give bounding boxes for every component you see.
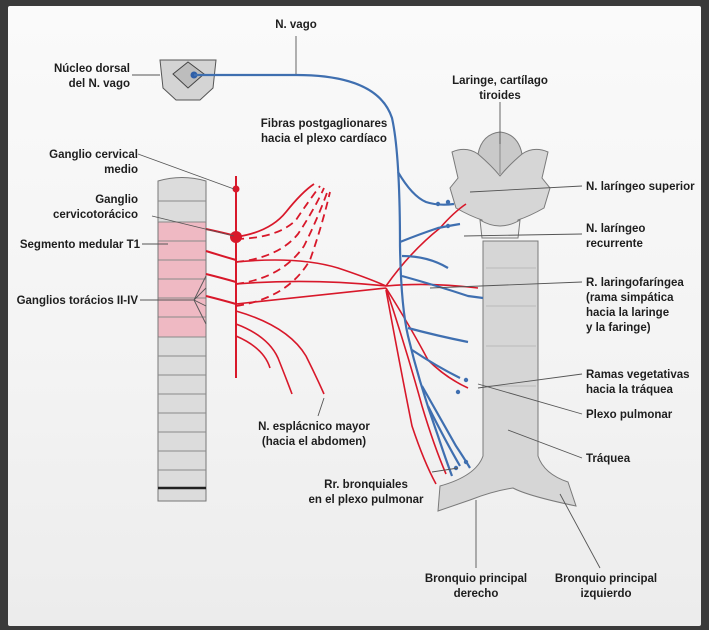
sympathetic-trunk bbox=[206, 176, 236, 378]
label-right-bronchus-line1: Bronquio principal bbox=[425, 573, 527, 585]
label-left-bronchus-line1: Bronquio principal bbox=[555, 573, 657, 585]
label-middle-cervical-line1: Ganglio cervical bbox=[49, 149, 138, 161]
label-dorsal-nucleus: Núcleo dorsal del N. vago bbox=[54, 63, 130, 90]
autonomic-innervation-diagram: N. vago Núcleo dorsal del N. vago Fibras… bbox=[8, 6, 701, 626]
label-vagus: N. vago bbox=[275, 19, 317, 31]
label-recurrent: N. laríngeo recurrente bbox=[586, 223, 645, 250]
label-laryngopharyngeal-line1: R. laringofaríngea bbox=[586, 277, 684, 289]
label-trachea: Tráquea bbox=[586, 453, 631, 465]
label-bronchial-branches: Rr. bronquiales en el plexo pulmonar bbox=[308, 479, 424, 506]
label-laryngopharyngeal-line3: hacia la laringe bbox=[586, 307, 669, 319]
label-superior-laryngeal: N. laríngeo superior bbox=[586, 181, 695, 193]
label-bronchial-line2: en el plexo pulmonar bbox=[308, 494, 424, 506]
label-tracheal-branches-line2: hacia la tráquea bbox=[586, 384, 674, 396]
label-cervicothoracic-line2: cervicotorácico bbox=[53, 209, 138, 221]
label-postganglionic-line2: hacia el plexo cardíaco bbox=[261, 133, 387, 145]
label-greater-splanchnic: N. esplácnico mayor (hacia el abdomen) bbox=[258, 421, 370, 448]
label-cervicothoracic: Ganglio cervicotorácico bbox=[53, 194, 138, 221]
cardiac-fibers bbox=[236, 184, 330, 306]
label-right-bronchus: Bronquio principal derecho bbox=[425, 573, 527, 600]
label-bronchial-line1: Rr. bronquiales bbox=[324, 479, 408, 491]
airway bbox=[438, 132, 576, 511]
label-recurrent-line1: N. laríngeo bbox=[586, 223, 645, 235]
label-greater-splanchnic-line1: N. esplácnico mayor bbox=[258, 421, 370, 433]
label-postganglionic: Fibras postgaglionares hacia el plexo ca… bbox=[261, 118, 388, 145]
label-larynx-line1: Laringe, cartílago bbox=[452, 75, 548, 87]
brainstem bbox=[160, 60, 216, 100]
label-segment-t1: Segmento medular T1 bbox=[20, 239, 141, 251]
label-pulmonary-plexus: Plexo pulmonar bbox=[586, 409, 673, 421]
thoracic-segments-highlight bbox=[158, 222, 206, 337]
label-left-bronchus: Bronquio principal izquierdo bbox=[555, 573, 657, 600]
label-postganglionic-line1: Fibras postgaglionares bbox=[261, 118, 388, 130]
label-laryngopharyngeal: R. laringofaríngea (rama simpática hacia… bbox=[586, 277, 684, 334]
label-middle-cervical: Ganglio cervical medio bbox=[49, 149, 138, 176]
label-middle-cervical-line2: medio bbox=[104, 164, 138, 176]
label-right-bronchus-line2: derecho bbox=[454, 588, 499, 600]
label-dorsal-nucleus-line1: Núcleo dorsal bbox=[54, 63, 130, 75]
label-thoracic-ganglia: Ganglios torácios II-IV bbox=[17, 295, 139, 307]
label-left-bronchus-line2: izquierdo bbox=[580, 588, 631, 600]
label-recurrent-line2: recurrente bbox=[586, 238, 643, 250]
label-laryngopharyngeal-line2: (rama simpática bbox=[586, 292, 674, 304]
diagram-page: N. vago Núcleo dorsal del N. vago Fibras… bbox=[8, 6, 701, 626]
label-larynx-line2: tiroides bbox=[479, 90, 521, 102]
label-tracheal-branches-line1: Ramas vegetativas bbox=[586, 369, 690, 381]
label-laryngopharyngeal-line4: y la faringe) bbox=[586, 322, 651, 334]
label-tracheal-branches: Ramas vegetativas hacia la tráquea bbox=[586, 369, 690, 396]
label-larynx: Laringe, cartílago tiroides bbox=[452, 75, 548, 102]
label-greater-splanchnic-line2: (hacia el abdomen) bbox=[262, 436, 366, 448]
label-cervicothoracic-line1: Ganglio bbox=[95, 194, 138, 206]
spinal-cord bbox=[158, 178, 206, 502]
label-dorsal-nucleus-line2: del N. vago bbox=[69, 78, 130, 90]
